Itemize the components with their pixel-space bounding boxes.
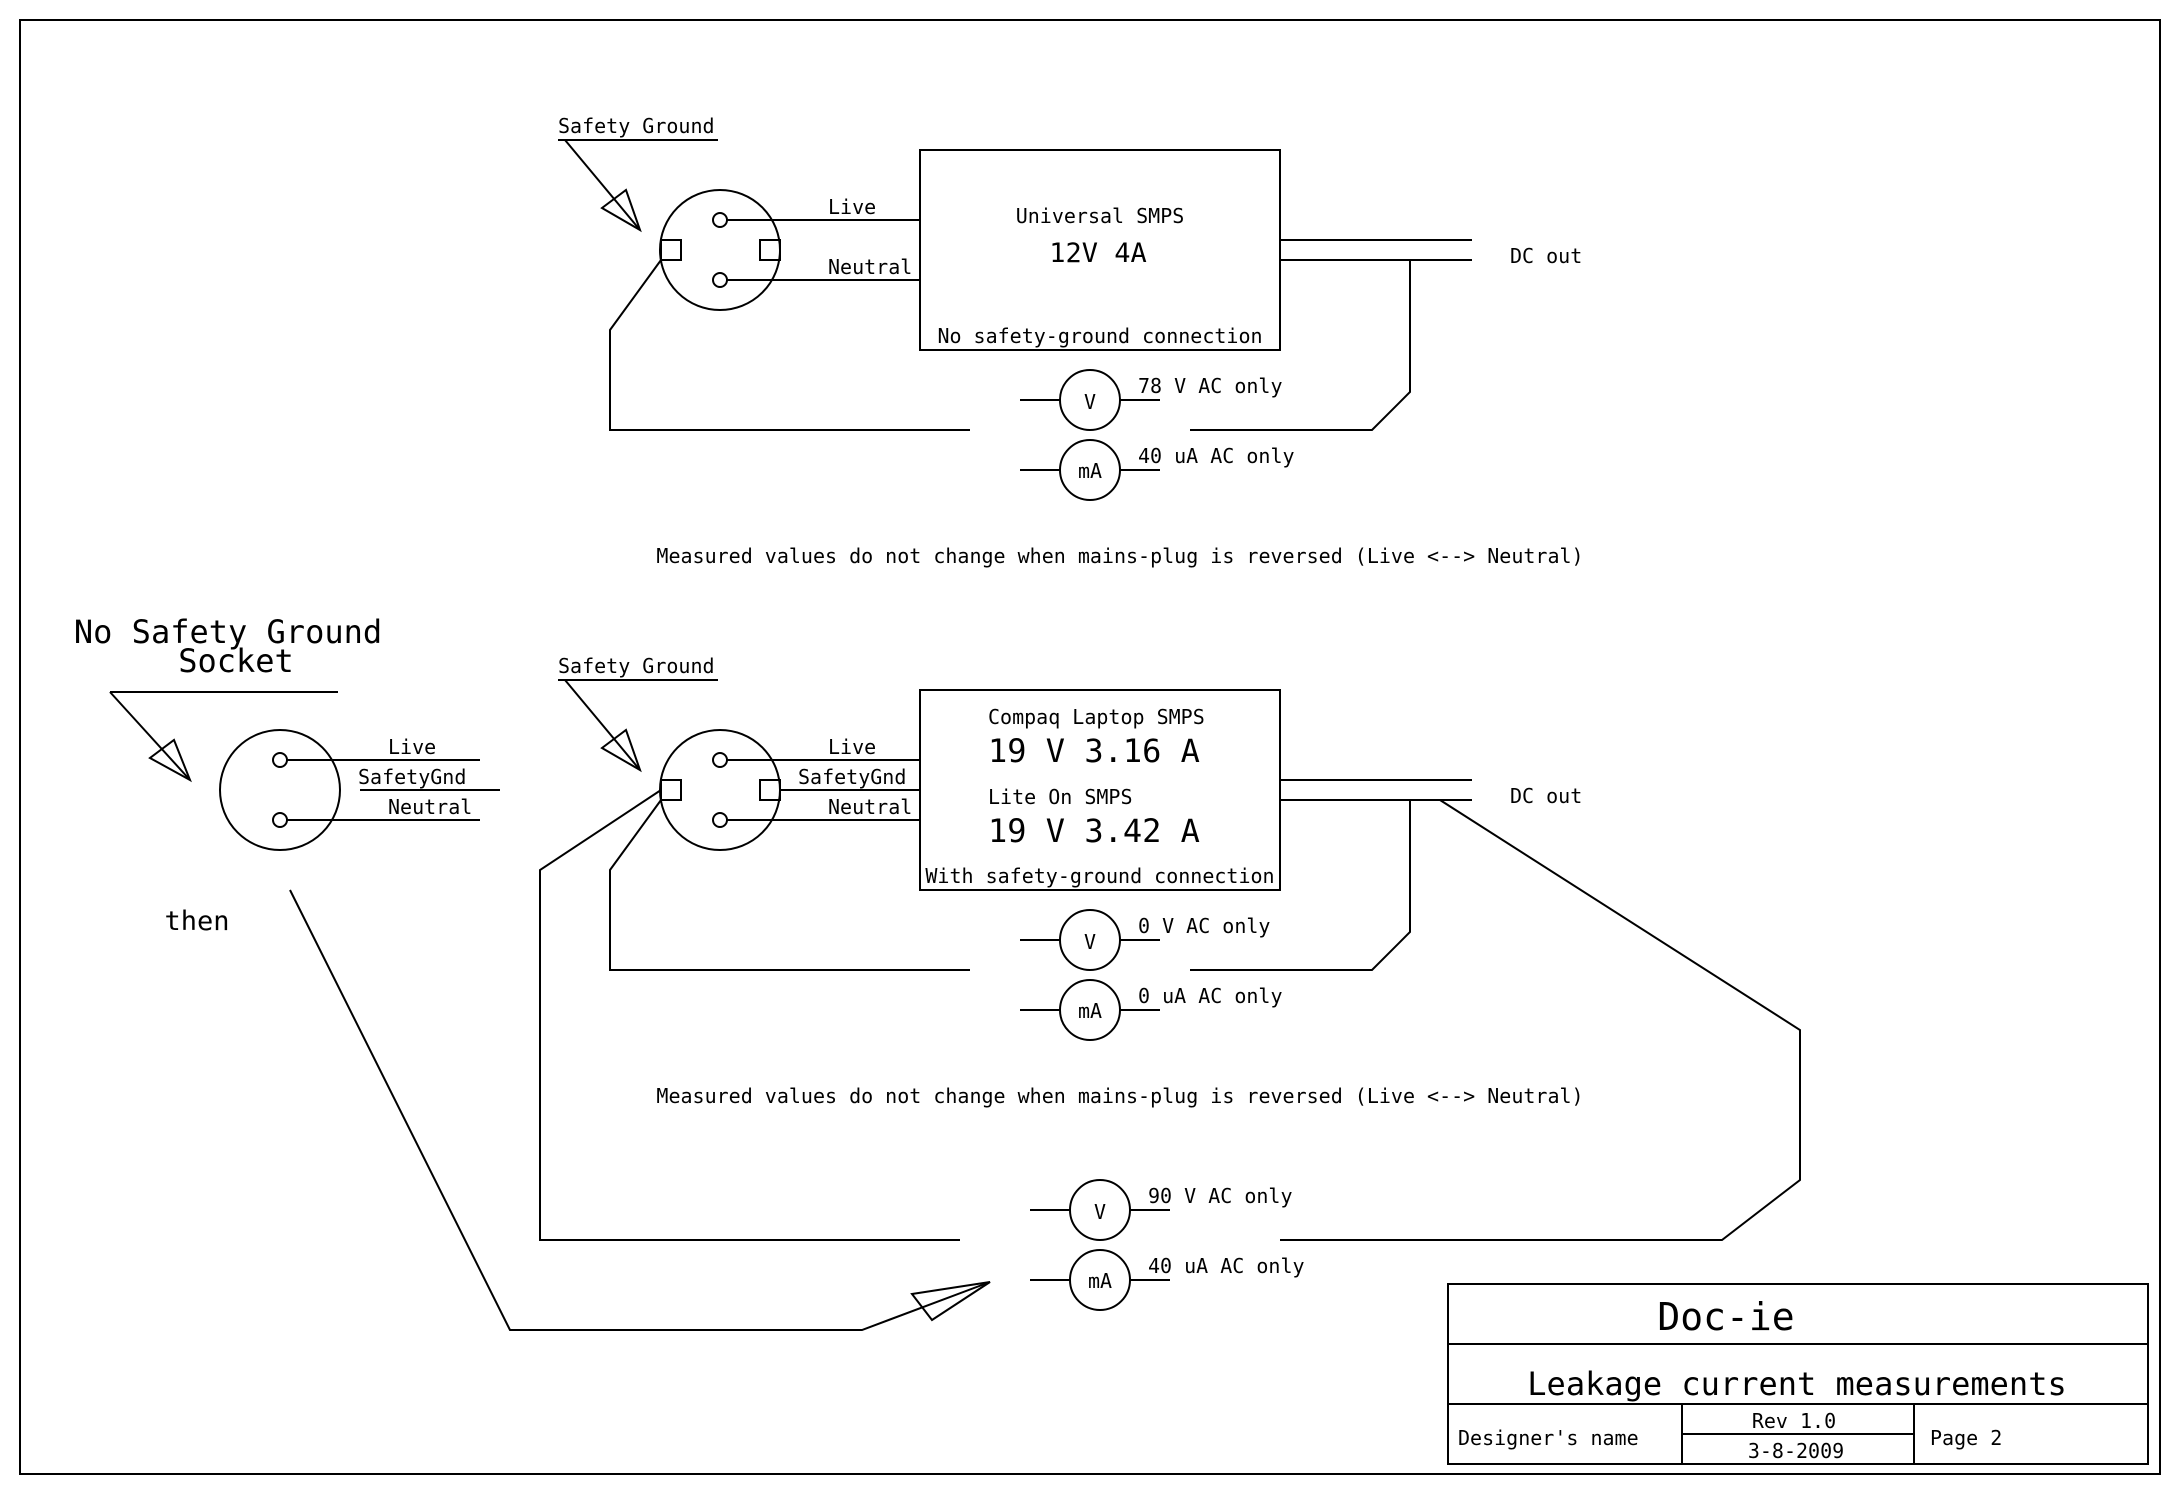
socket-neutral-label: Neutral xyxy=(388,795,472,819)
bottom-current-reading: 0 uA AC only xyxy=(1138,984,1283,1008)
plug-outline xyxy=(659,729,781,851)
psu1-rating: 19 V 3.16 A xyxy=(988,732,1200,770)
ground-contact-right xyxy=(759,239,781,261)
socket-measurement-circuit: V 90 V AC only mA 40 uA AC only xyxy=(539,789,1801,1311)
revision: Rev 1.0 xyxy=(1752,1409,1836,1433)
lower-voltage-reading: 90 V AC only xyxy=(1148,1184,1293,1208)
title-block-frame xyxy=(1447,1283,2149,1465)
drawing-title: Leakage current measurements xyxy=(1527,1365,2066,1403)
ground-contact-left xyxy=(660,779,682,801)
bottom-dc-out-label: DC out xyxy=(1510,784,1582,808)
top-dc-out-label: DC out xyxy=(1510,244,1582,268)
bottom-callout-leader xyxy=(564,679,641,771)
top-voltage-reading: 78 V AC only xyxy=(1138,374,1283,398)
sheet-border xyxy=(19,19,2161,1475)
no-ground-title-line1: No Safety Ground xyxy=(74,613,382,651)
ground-contact-left xyxy=(660,239,682,261)
lower-dc-return-wire xyxy=(1280,799,1801,1241)
bottom-note: Measured values do not change when mains… xyxy=(656,1084,1583,1108)
then-arrowhead xyxy=(910,1281,991,1322)
title-block: Doc-ie Leakage current measurements Desi… xyxy=(1447,1283,2149,1465)
socket-callout-leader xyxy=(109,691,191,781)
lower-ground-wire xyxy=(539,789,960,1241)
socket-live-label: Live xyxy=(388,735,436,759)
top-safety-ground-label: Safety Ground xyxy=(558,114,715,138)
socket-outline xyxy=(219,729,341,851)
socket-safetygnd-label: SafetyGnd xyxy=(358,765,466,789)
bottom-safety-ground-label: Safety Ground xyxy=(558,654,715,678)
plug-outline xyxy=(659,189,781,311)
lower-current-reading: 40 uA AC only xyxy=(1148,1254,1305,1278)
psu1-title: Compaq Laptop SMPS xyxy=(988,705,1205,729)
top-neutral-label: Neutral xyxy=(828,255,912,279)
top-dc-return-wire xyxy=(1190,260,1411,431)
socket-neutral-pin xyxy=(272,812,288,828)
bottom-callout-arrowhead xyxy=(600,728,642,773)
drawing-date: 3-8-2009 xyxy=(1748,1439,1844,1463)
neutral-pin xyxy=(712,272,728,288)
live-pin xyxy=(712,212,728,228)
top-voltmeter-symbol: V xyxy=(1084,390,1096,414)
bottom-mains-plug xyxy=(659,729,781,851)
then-arrow-line xyxy=(289,889,991,1331)
bottom-psu-note: With safety-ground connection xyxy=(925,864,1274,888)
no-ground-title-line2: Socket xyxy=(178,642,294,680)
no-ground-socket xyxy=(219,729,341,851)
bottom-ground-wire xyxy=(609,799,970,971)
top-mains-plug xyxy=(659,189,781,311)
neutral-pin xyxy=(712,812,728,828)
top-note: Measured values do not change when mains… xyxy=(656,544,1583,568)
psu2-rating: 19 V 3.42 A xyxy=(988,812,1200,850)
bottom-dc-return-wire xyxy=(1190,800,1411,971)
designer-name: Designer's name xyxy=(1458,1426,1639,1450)
bottom-circuit: Safety Ground Live SafetyGnd Neutral Com… xyxy=(558,654,1584,1108)
socket-live-pin xyxy=(272,752,288,768)
lower-voltmeter-symbol: V xyxy=(1094,1200,1106,1224)
bottom-live-label: Live xyxy=(828,735,876,759)
live-pin xyxy=(712,752,728,768)
bottom-voltmeter-symbol: V xyxy=(1084,930,1096,954)
ground-contact-right xyxy=(759,779,781,801)
top-psu-title: Universal SMPS xyxy=(1016,204,1185,228)
lower-ammeter-symbol: mA xyxy=(1088,1269,1112,1293)
psu2-title: Lite On SMPS xyxy=(988,785,1133,809)
no-ground-socket-section: No Safety Ground Socket Live SafetyGnd N… xyxy=(74,613,991,1331)
top-current-reading: 40 uA AC only xyxy=(1138,444,1295,468)
then-label: then xyxy=(164,906,229,937)
bottom-safetygnd-label: SafetyGnd xyxy=(798,765,906,789)
top-psu-note: No safety-ground connection xyxy=(937,324,1262,348)
top-psu-rating: 12V 4A xyxy=(1049,238,1147,269)
bottom-voltage-reading: 0 V AC only xyxy=(1138,914,1270,938)
bottom-ammeter-symbol: mA xyxy=(1078,999,1102,1023)
company-name: Doc-ie xyxy=(1657,1295,1794,1339)
top-live-label: Live xyxy=(828,195,876,219)
top-ammeter-symbol: mA xyxy=(1078,459,1102,483)
top-ground-wire xyxy=(609,259,970,431)
bottom-psu-box xyxy=(919,689,1281,891)
top-callout-arrowhead xyxy=(600,188,642,233)
top-callout-leader xyxy=(564,139,641,231)
socket-callout-arrowhead xyxy=(148,738,192,783)
bottom-neutral-label: Neutral xyxy=(828,795,912,819)
page-number: Page 2 xyxy=(1930,1426,2002,1450)
top-psu-box xyxy=(919,149,1281,351)
top-circuit: Safety Ground Live Neutral Universal SMP… xyxy=(558,114,1584,568)
